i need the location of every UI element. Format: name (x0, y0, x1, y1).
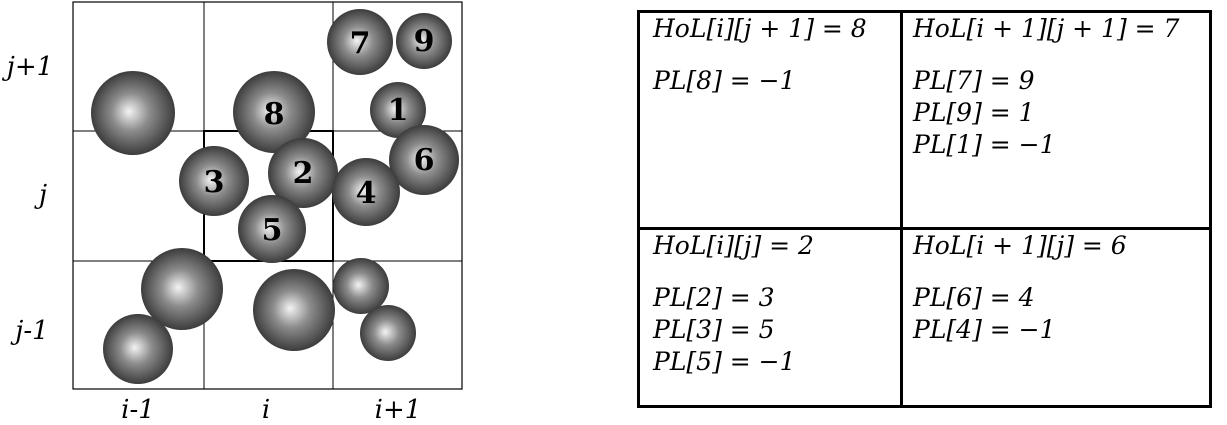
y-label-j-plus-1: j+1 (2, 52, 53, 82)
ball (268, 138, 338, 208)
ball (389, 125, 459, 195)
ball (396, 13, 452, 69)
ball-label: 9 (414, 24, 435, 59)
cell-top-left: HoL[i][j + 1] = 8 PL[8] = −1 (640, 13, 903, 230)
ball-label: 2 (293, 156, 314, 191)
grid-frame (72, 1, 463, 390)
pl-list: PL[7] = 9 PL[9] = 1 PL[1] = −1 (913, 65, 1209, 161)
pl-entry: PL[1] = −1 (913, 130, 1056, 159)
ball (91, 71, 175, 155)
y-label-j-minus-1: j-1 (10, 316, 48, 346)
ball (253, 269, 335, 351)
ball-unlabeled (333, 258, 389, 314)
ball-label: 7 (350, 26, 371, 61)
pl-entry: PL[8] = −1 (653, 66, 796, 95)
pl-list: PL[2] = 3 PL[3] = 5 PL[5] = −1 (653, 282, 900, 378)
pl-entry: PL[7] = 9 (913, 66, 1035, 95)
x-label-i-plus-1: i+1 (375, 395, 422, 425)
ball-unlabeled (91, 71, 175, 155)
ball-unlabeled (253, 269, 335, 351)
ball (141, 248, 223, 330)
ball-label: 6 (414, 143, 435, 178)
cell-bottom-right: HoL[i + 1][j] = 6 PL[6] = 4 PL[4] = −1 (903, 230, 1209, 405)
ball-3: 3 (179, 146, 249, 216)
pl-entry: PL[9] = 1 (913, 98, 1035, 127)
pl-list: PL[6] = 4 PL[4] = −1 (913, 282, 1209, 346)
hol-entry: HoL[i + 1][j + 1] = 7 (913, 14, 1180, 43)
ball (333, 258, 389, 314)
ball (332, 158, 400, 226)
ball (179, 146, 249, 216)
ball-unlabeled (141, 248, 223, 330)
hol-entry: HoL[i + 1][j] = 6 (913, 231, 1127, 260)
ball-unlabeled (360, 305, 416, 361)
ball-7: 7 (327, 9, 393, 75)
cell-grid-diagram: j+1 j j-1 i-1 i i+1 7 9 8 1 6 3 2 4 5 (2, 1, 463, 425)
ball-unlabeled (103, 314, 173, 384)
ball (327, 9, 393, 75)
pl-entry: PL[4] = −1 (913, 315, 1056, 344)
ball (360, 305, 416, 361)
ball-4: 4 (332, 158, 400, 226)
ball-1: 1 (370, 82, 426, 138)
pl-entry: PL[2] = 3 (653, 283, 775, 312)
x-label-i: i (262, 395, 270, 425)
ball-label: 4 (356, 176, 377, 211)
y-label-j: j (34, 180, 47, 210)
pl-entry: PL[5] = −1 (653, 347, 796, 376)
ball-2: 2 (268, 138, 338, 208)
hol-entry: HoL[i][j] = 2 (653, 231, 814, 260)
hol-entry: HoL[i][j + 1] = 8 (653, 14, 867, 43)
ball (370, 82, 426, 138)
cell-top-right: HoL[i + 1][j + 1] = 7 PL[7] = 9 PL[9] = … (903, 13, 1209, 230)
ball (238, 195, 306, 263)
ball (103, 314, 173, 384)
ball-label: 8 (264, 97, 285, 132)
ball-label: 3 (204, 165, 225, 200)
ball (233, 71, 315, 153)
ball-6: 6 (389, 125, 459, 195)
ball-label: 5 (262, 213, 283, 248)
ball-label: 1 (388, 93, 409, 128)
pl-entry: PL[3] = 5 (653, 315, 775, 344)
cell-bottom-left: HoL[i][j] = 2 PL[2] = 3 PL[3] = 5 PL[5] … (640, 230, 903, 405)
pl-list: PL[8] = −1 (653, 65, 900, 97)
ball-9: 9 (396, 13, 452, 69)
ball-8: 8 (233, 71, 315, 153)
ball-5: 5 (238, 195, 306, 263)
pl-entry: PL[6] = 4 (913, 283, 1035, 312)
linked-list-table: HoL[i][j + 1] = 8 PL[8] = −1 HoL[i + 1][… (637, 10, 1212, 408)
x-label-i-minus-1: i-1 (121, 395, 155, 425)
